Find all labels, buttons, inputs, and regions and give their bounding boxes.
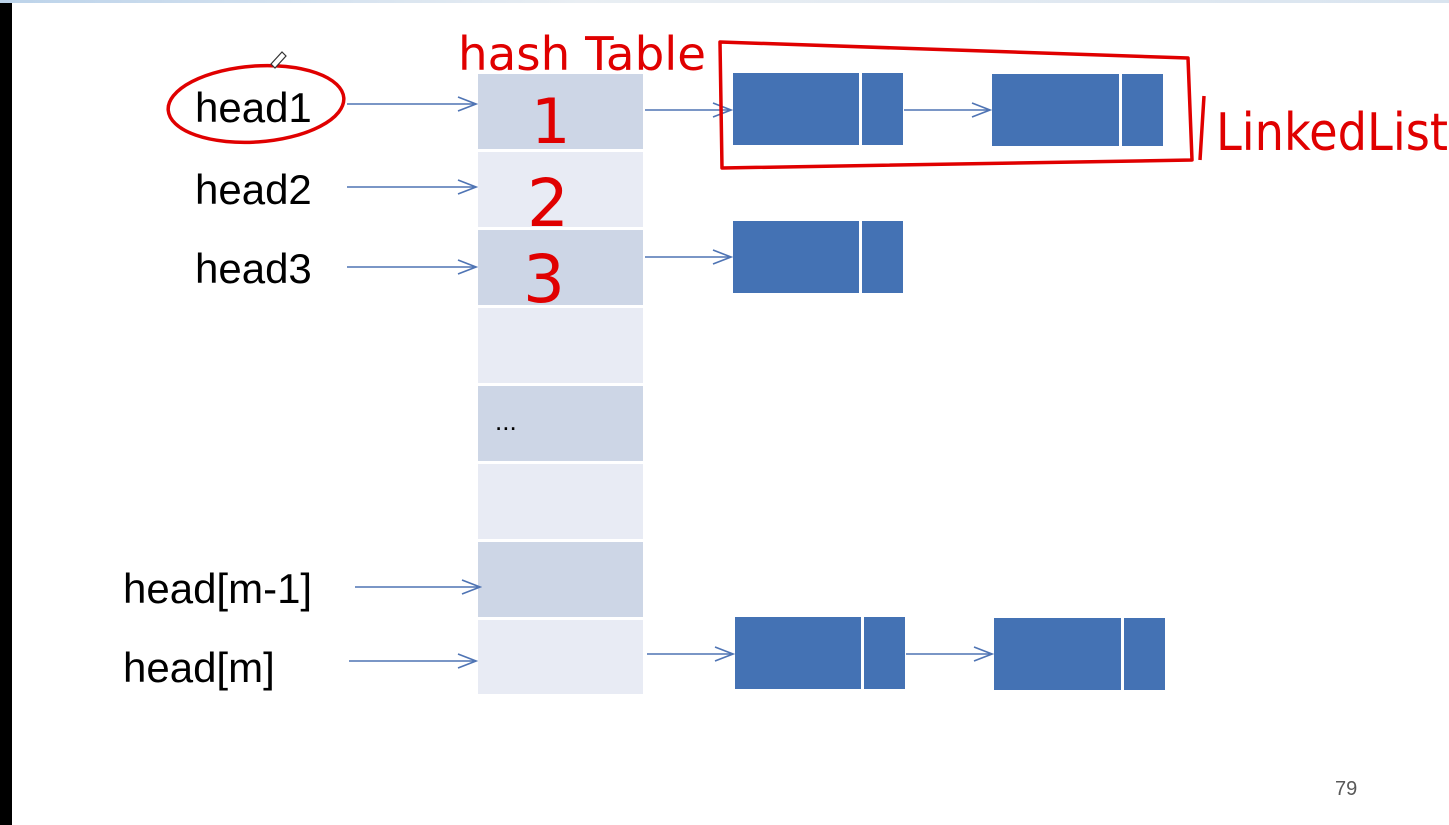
pointer-label-head3: head3 <box>195 245 312 292</box>
table-cell-4 <box>478 308 643 383</box>
annotation-hash-table: hash Table <box>458 27 706 81</box>
slide <box>12 3 1449 825</box>
table-cell-6 <box>478 464 643 539</box>
pointer-label-head-m-1: head[m-1] <box>123 565 312 612</box>
table-cell-m <box>478 620 643 694</box>
pointer-labels: head1 head2 head3 head[m-1] head[m] <box>123 84 312 691</box>
table-ellipsis: ... <box>495 406 517 436</box>
list-node <box>735 617 905 689</box>
annotation-linked-list: LinkedList <box>1216 103 1448 163</box>
table-cell-1 <box>478 74 643 149</box>
annotation-digit-2: 2 <box>527 165 569 242</box>
pointer-label-head1: head1 <box>195 84 312 131</box>
list-node <box>733 221 903 293</box>
linked-list-bracket <box>718 40 1194 170</box>
table-cell-2 <box>478 152 643 227</box>
handwritten-annotations: hash Table LinkedList 1 2 3 <box>166 27 1448 318</box>
linked-list-bar <box>1198 95 1206 161</box>
page-number: 79 <box>1335 778 1357 800</box>
linked-list-nodes <box>733 73 1165 690</box>
table-cell-m-1 <box>478 542 643 617</box>
table-cell-5 <box>478 386 643 461</box>
slide-top-bar <box>0 0 1449 3</box>
table-cell-3 <box>478 230 643 305</box>
pointer-label-head2: head2 <box>195 166 312 213</box>
circle-around-head1 <box>166 63 346 145</box>
node-arrows <box>645 110 992 654</box>
pointer-label-head-m: head[m] <box>123 644 275 691</box>
pen-cursor-icon <box>270 51 287 69</box>
annotation-digit-3: 3 <box>523 241 565 318</box>
hash-table-column: ... <box>478 74 643 694</box>
list-node <box>992 74 1163 146</box>
pointer-arrows <box>347 104 480 661</box>
list-node <box>994 618 1165 690</box>
list-node <box>733 73 903 145</box>
annotation-digit-1: 1 <box>531 85 570 158</box>
